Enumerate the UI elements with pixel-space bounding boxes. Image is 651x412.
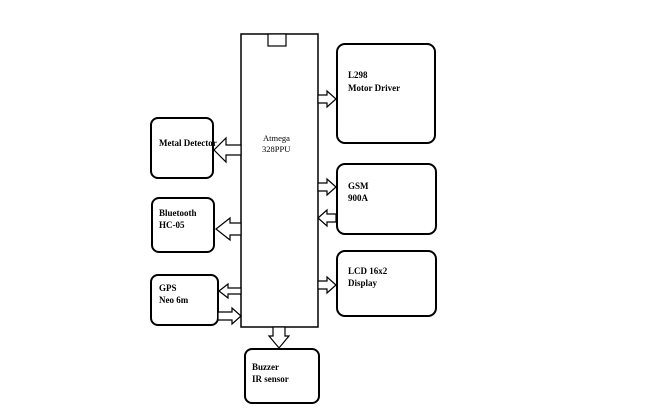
chip-notch: [267, 33, 287, 47]
gsm-label-line1: GSM: [348, 181, 369, 191]
metal-detector-block: Metal Detector: [150, 117, 217, 179]
gps-block: GPS Neo 6m: [150, 274, 219, 326]
lcd-label-line1: LCD 16x2: [348, 266, 388, 276]
gps-label-line1: GPS: [159, 283, 177, 293]
lcd-label-line2: Display: [348, 278, 378, 288]
motor-driver-block: L298 Motor Driver: [336, 43, 436, 144]
arrow-mcu-to-bluetooth: [215, 216, 242, 242]
motor-driver-label-line2: Motor Driver: [348, 83, 400, 93]
arrow-gsm-to-mcu: [317, 208, 337, 228]
arrow-gps-to-mcu: [217, 306, 242, 326]
motor-driver-label-line1: L298: [348, 70, 368, 80]
gsm-label-line2: 900A: [348, 193, 369, 203]
arrow-mcu-to-buzzer: [267, 326, 291, 349]
gsm-block: GSM 900A: [336, 163, 437, 235]
arrow-mcu-to-metal-detector: [213, 136, 242, 164]
arrow-mcu-to-motor-driver: [317, 89, 337, 109]
arrow-mcu-to-gsm: [317, 177, 337, 197]
metal-detector-label: Metal Detector: [159, 138, 217, 148]
arrow-mcu-to-gps: [218, 282, 242, 300]
lcd-block: LCD 16x2 Display: [336, 250, 437, 317]
bluetooth-label-line1: Bluetooth: [159, 208, 197, 218]
buzzer-label-line1: Buzzer: [252, 362, 279, 372]
microcontroller-block: Atmega 328PPU: [240, 33, 319, 328]
bluetooth-label-line2: HC-05: [159, 220, 185, 230]
mcu-label-line1: Atmega: [263, 133, 290, 143]
buzzer-label-line2: IR sensor: [252, 374, 289, 384]
mcu-label-line2: 328PPU: [262, 144, 290, 154]
arrow-mcu-to-lcd: [317, 275, 337, 295]
buzzer-ir-block: Buzzer IR sensor: [244, 348, 320, 404]
gps-label-line2: Neo 6m: [159, 295, 189, 305]
bluetooth-block: Bluetooth HC-05: [151, 197, 215, 253]
